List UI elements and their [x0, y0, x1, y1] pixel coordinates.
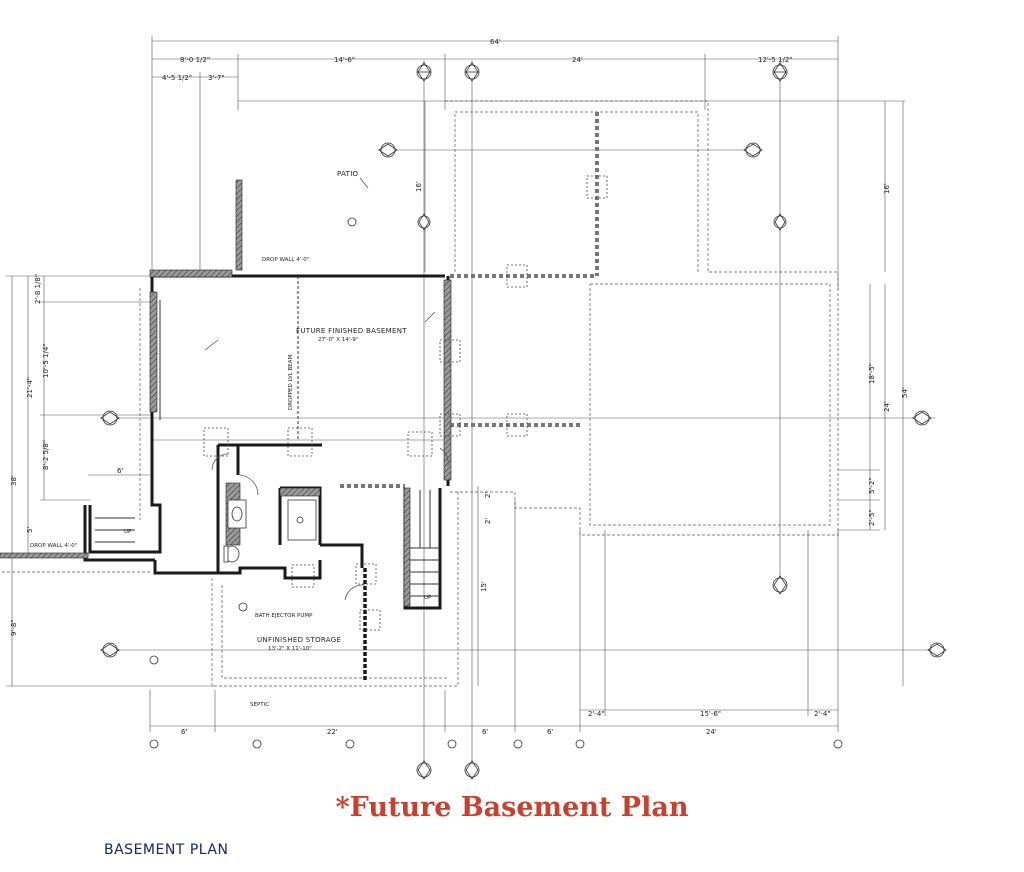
note-drop-wall-left: DROP WALL 4'-0" [30, 543, 77, 549]
note-septic: SEPTIC [250, 702, 269, 708]
section-marker-icon [417, 213, 431, 231]
dim-patio-depth: 16' [415, 181, 423, 192]
grid-bubble-icon [149, 655, 159, 665]
dim-right-16: 16' [883, 183, 891, 194]
dim-bot-22: 22' [327, 728, 338, 736]
room-size-future-finished: 27'-0" X 14'-9" [318, 337, 358, 343]
plan-title: *Future Basement Plan [335, 792, 689, 823]
grid-bubbles [149, 217, 843, 749]
dim-mid-2b: 2' [484, 518, 492, 524]
dim-top-8: 8'-0 1/2" [180, 56, 210, 64]
note-up-left: UP [124, 529, 132, 535]
hatched-walls [0, 179, 452, 607]
section-marker-icon [378, 142, 398, 158]
room-label-unfinished-storage: UNFINISHED STORAGE [257, 636, 341, 644]
dim-bot-6b: 6' [482, 728, 488, 736]
dim-left-9: 9'-8" [10, 619, 18, 636]
section-marker-icon [100, 410, 120, 426]
leader-arrows [204, 177, 436, 351]
section-marker-icon [927, 642, 947, 658]
note-drop-wall-top: DROP WALL 4'-0" [262, 257, 309, 263]
room-label-patio: PATIO [337, 170, 359, 178]
dim-overall-width: 64' [490, 38, 501, 46]
beam-lines [340, 112, 599, 488]
notes: DROP WALL 4'-0" DROP WALL 4'-0" DROPPED … [30, 257, 432, 708]
grid-bubble-icon [252, 739, 262, 749]
section-marker-icon [773, 213, 787, 231]
grid-bubble-icon [347, 217, 357, 227]
dim-left-2-8: 2'-8 1/8" [34, 274, 42, 304]
walls [83, 180, 450, 680]
grid-bubble-icon [345, 739, 355, 749]
dim-bot-6c: 6' [547, 728, 553, 736]
grid-bubble-icon [447, 739, 457, 749]
dim-bot-24: 24' [706, 728, 717, 736]
fixtures [223, 499, 317, 612]
room-size-unfinished-storage: 13'-2" X 11'-10" [268, 646, 312, 652]
dim-left-10: 10'-5 1/4" [42, 343, 50, 378]
dim-right-2: 2'-5" [868, 509, 876, 526]
section-marker-icon [743, 142, 763, 158]
grid-bubble-icon [833, 739, 843, 749]
dim-right-5: 5'-2" [868, 477, 876, 494]
partitions [95, 276, 440, 597]
dim-left-21: 21'-4" [26, 377, 34, 398]
section-marker-icon [416, 760, 432, 780]
dim-right-18: 18'-5" [868, 363, 876, 384]
section-marker-icon [416, 62, 432, 82]
room-labels: PATIO FUTURE FINISHED BASEMENT 27'-0" X … [257, 170, 407, 652]
dim-bot-15: 15'-6" [700, 710, 721, 718]
section-marker-icon [912, 410, 932, 426]
dim-left-8: 8'-2 5/8" [42, 440, 50, 470]
dim-top-12: 12'-5 1/2" [758, 56, 793, 64]
room-label-future-finished: FUTURE FINISHED BASEMENT [296, 327, 407, 335]
dim-top-14: 14'-6" [334, 56, 355, 64]
column-pads [203, 175, 608, 631]
shower [287, 499, 317, 541]
dim-top-24: 24' [572, 56, 583, 64]
dim-right-54: 54' [901, 387, 909, 398]
dim-left-38: 38' [10, 475, 18, 486]
note-ejector: BATH EJECTOR PUMP [255, 613, 313, 619]
section-marker-icon [100, 642, 120, 658]
footer-label: BASEMENT PLAN [104, 842, 229, 858]
section-marker-icon [772, 62, 788, 82]
section-markers [100, 62, 947, 780]
dim-right-24: 24' [883, 401, 891, 412]
dim-bot-2-4a: 2'-4" [588, 710, 605, 718]
dim-top-3: 3'-7" [208, 74, 225, 82]
dim-mid-2a: 2' [484, 492, 492, 498]
section-marker-icon [464, 62, 480, 82]
dim-top-4: 4'-5 1/2" [162, 74, 192, 82]
door-swings [211, 447, 449, 601]
ejector-pump-icon [238, 602, 248, 612]
grid-bubble-icon [513, 739, 523, 749]
dim-mid-15: 15' [480, 581, 488, 592]
grid-bubble-icon [149, 739, 159, 749]
dim-left-5: 5' [26, 527, 34, 533]
section-marker-icon [772, 575, 788, 595]
dim-bot-2-4b: 2'-4" [814, 710, 831, 718]
note-beam: DROPPED LVL BEAM [288, 354, 294, 410]
grid-bubble-icon [575, 739, 585, 749]
dimension-labels: 64' 8'-0 1/2" 14'-6" 24' 12'-5 1/2" 4'-5… [10, 38, 909, 736]
footing-lines [0, 100, 839, 687]
dim-bot-6a: 6' [181, 728, 187, 736]
note-up-right: UP [424, 595, 432, 601]
section-marker-icon [464, 760, 480, 780]
dimension-lines [6, 36, 935, 778]
dim-left-6: 6' [117, 467, 123, 475]
sink-icon [231, 506, 243, 522]
